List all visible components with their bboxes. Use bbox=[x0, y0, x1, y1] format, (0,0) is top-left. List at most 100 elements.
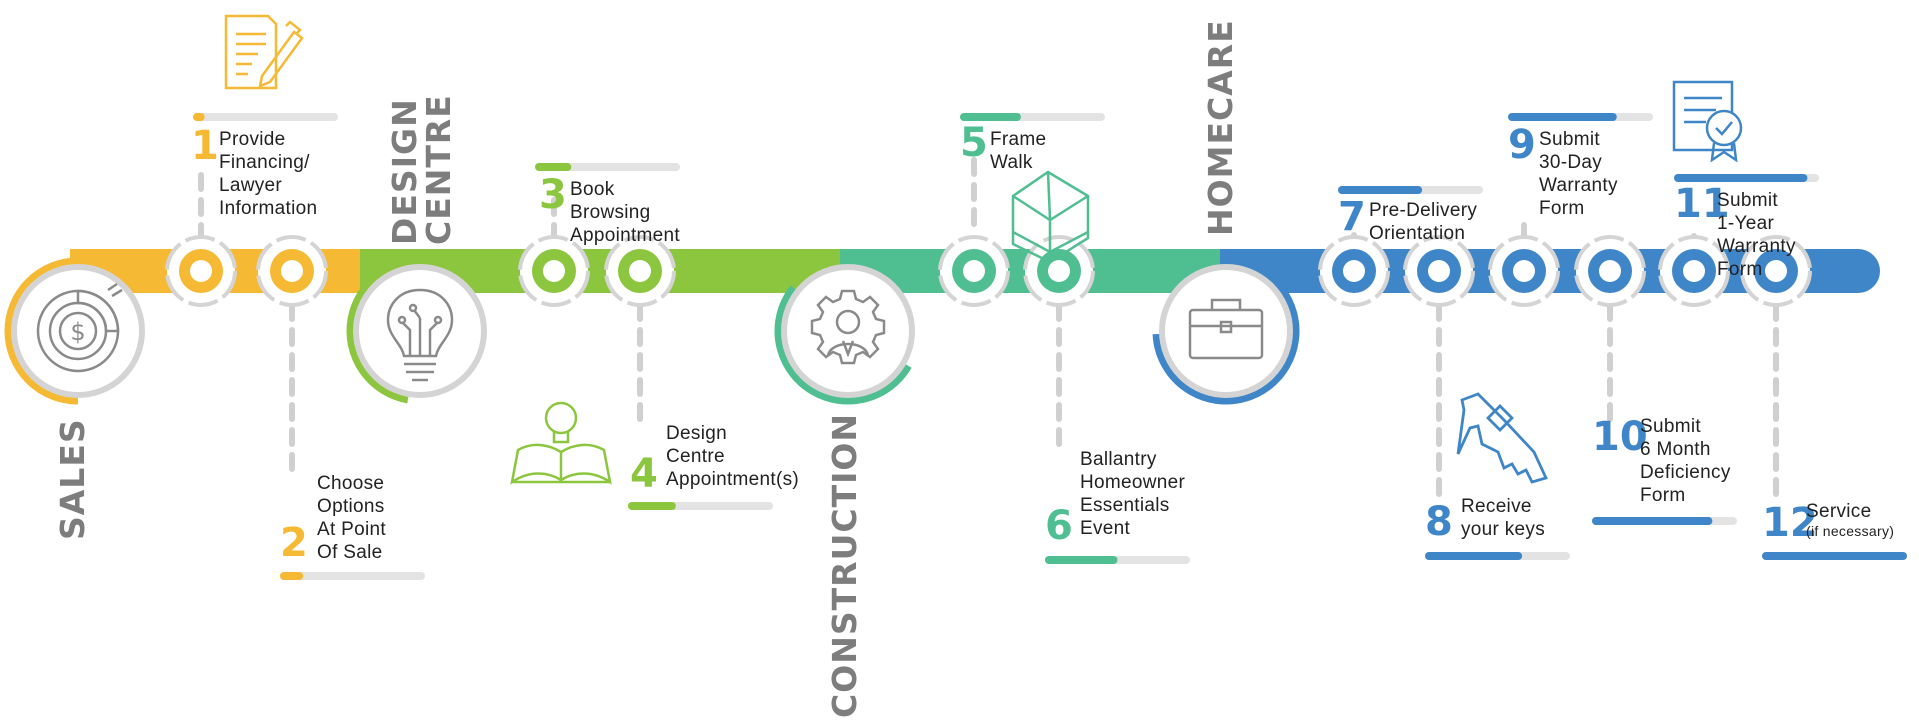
step-label-11: Submit 1-Year Warranty Form bbox=[1717, 189, 1796, 281]
step-6-line-3: Essentials bbox=[1080, 495, 1170, 516]
step-7-line-2: Orientation bbox=[1369, 223, 1466, 244]
phase-arc-sales bbox=[4, 257, 152, 405]
step-9-line-1: Submit bbox=[1539, 129, 1600, 150]
briefcase-icon bbox=[1188, 298, 1264, 360]
step-8-line-2: your keys bbox=[1461, 519, 1546, 540]
step-number-4: 4 bbox=[630, 451, 658, 497]
step-number-12: 12 bbox=[1762, 500, 1818, 546]
step-5-line-1: Frame bbox=[990, 129, 1047, 150]
step-bar-track-3 bbox=[535, 163, 680, 171]
step-3-line-3: Appointment bbox=[570, 225, 680, 246]
step-bar-track-1 bbox=[193, 113, 338, 121]
step-label-8: Receive your keys bbox=[1461, 495, 1545, 541]
step-bar-fill-1 bbox=[193, 113, 205, 121]
step-10-line-3: Deficiency bbox=[1640, 462, 1731, 483]
step-bar-fill-12 bbox=[1762, 552, 1907, 560]
step-node-center bbox=[1683, 260, 1705, 282]
step-bar-fill-2 bbox=[280, 572, 304, 580]
step-4-line-3: Appointment(s) bbox=[666, 469, 800, 490]
step-node-2 bbox=[256, 235, 328, 307]
phase-node-construction bbox=[774, 257, 922, 405]
step-11-line-3: Warranty bbox=[1717, 236, 1796, 257]
step-node-center bbox=[1599, 260, 1621, 282]
step-label-1: Provide Financing/ Lawyer Information bbox=[219, 128, 317, 220]
step-bar-track-2 bbox=[280, 572, 425, 580]
step-11-line-1: Submit bbox=[1717, 190, 1778, 211]
phase-label-homecare: HOMECARE bbox=[1201, 19, 1240, 236]
step-label-12: Service (if necessary) bbox=[1806, 500, 1894, 539]
step-10-line-2: 6 Month bbox=[1640, 439, 1711, 460]
step-number-11: 11 bbox=[1674, 181, 1730, 227]
step-node-10 bbox=[1574, 235, 1646, 307]
step-node-7 bbox=[1318, 235, 1390, 307]
step-11-line-2: 1-Year bbox=[1717, 213, 1775, 234]
step-bar-fill-8 bbox=[1425, 552, 1523, 560]
phase-arc-design bbox=[346, 257, 494, 405]
step-2-line-2: Options bbox=[317, 496, 385, 517]
phase-node-design bbox=[346, 257, 494, 405]
step-1-line-3: Lawyer bbox=[219, 175, 283, 196]
phase-ring-sales bbox=[11, 264, 145, 398]
step-3-line-2: Browsing bbox=[570, 202, 651, 223]
step-node-11 bbox=[1658, 235, 1730, 307]
step-progress-bars bbox=[193, 113, 1907, 580]
step-node-12 bbox=[1740, 235, 1812, 307]
house-frame-icon bbox=[1011, 170, 1090, 264]
house-key-icon bbox=[1456, 392, 1548, 484]
step-11-line-4: Form bbox=[1717, 259, 1763, 280]
step-node-center bbox=[190, 260, 212, 282]
phase-node-sales: $ bbox=[4, 257, 152, 405]
step-node-3 bbox=[518, 235, 590, 307]
step-label-3: Book Browsing Appointment bbox=[570, 178, 680, 247]
step-node-center bbox=[1765, 260, 1787, 282]
step-bar-fill-11 bbox=[1674, 174, 1808, 182]
phase-arc-homecare bbox=[1152, 257, 1300, 405]
step-12-note: (if necessary) bbox=[1806, 523, 1895, 539]
step-6-line-1: Ballantry bbox=[1080, 449, 1157, 470]
step-number-9: 9 bbox=[1508, 122, 1536, 168]
step-4-line-1: Design bbox=[666, 423, 727, 444]
step-8-line-1: Receive bbox=[1461, 496, 1532, 517]
step-node-center bbox=[963, 260, 985, 282]
phase-label-design: DESIGN CENTRE bbox=[385, 94, 458, 245]
step-node-center bbox=[1513, 260, 1535, 282]
step-6-line-4: Event bbox=[1080, 518, 1131, 539]
step-bar-fill-6 bbox=[1045, 556, 1118, 564]
step-bar-fill-3 bbox=[535, 163, 572, 171]
step-7-line-1: Pre-Delivery bbox=[1369, 200, 1478, 221]
step-bar-fill-4 bbox=[628, 502, 676, 510]
step-node-9 bbox=[1488, 235, 1560, 307]
step-2-line-1: Choose bbox=[317, 473, 385, 494]
step-label-7: Pre-Delivery Orientation bbox=[1369, 199, 1477, 245]
step-10-line-4: Form bbox=[1640, 485, 1686, 506]
step-5-line-2: Walk bbox=[990, 152, 1033, 173]
step-1-line-4: Information bbox=[219, 198, 318, 219]
step-node-6 bbox=[1023, 235, 1095, 307]
step-node-center bbox=[281, 260, 303, 282]
step-nodes bbox=[165, 235, 1812, 307]
finance-chart-icon: $ bbox=[36, 282, 123, 373]
step-label-6: Ballantry Homeowner Essentials Event bbox=[1080, 448, 1185, 540]
phase-label-sales: SALES bbox=[53, 418, 92, 540]
step-node-5 bbox=[938, 235, 1010, 307]
document-pen-icon bbox=[224, 14, 304, 90]
open-book-lightbulb-icon bbox=[510, 401, 612, 485]
step-2-line-3: At Point bbox=[317, 519, 386, 540]
step-node-4 bbox=[604, 235, 676, 307]
step-1-line-1: Provide bbox=[219, 129, 286, 150]
step-10-line-1: Submit bbox=[1640, 416, 1701, 437]
step-label-9: Submit 30-Day Warranty Form bbox=[1539, 128, 1618, 220]
phase-label-design-line-1: DESIGN bbox=[385, 98, 424, 245]
gear-worker-icon bbox=[810, 289, 886, 365]
step-bar-fill-10 bbox=[1592, 517, 1713, 525]
step-9-line-4: Form bbox=[1539, 198, 1585, 219]
step-3-line-1: Book bbox=[570, 179, 615, 200]
step-6-line-2: Homeowner bbox=[1080, 472, 1186, 493]
svg-text:$: $ bbox=[70, 318, 85, 346]
step-number-7: 7 bbox=[1338, 194, 1366, 240]
lightbulb-circuit-icon bbox=[386, 288, 454, 382]
step-2-line-4: Of Sale bbox=[317, 542, 383, 563]
step-12-line-1: Service bbox=[1806, 501, 1872, 522]
